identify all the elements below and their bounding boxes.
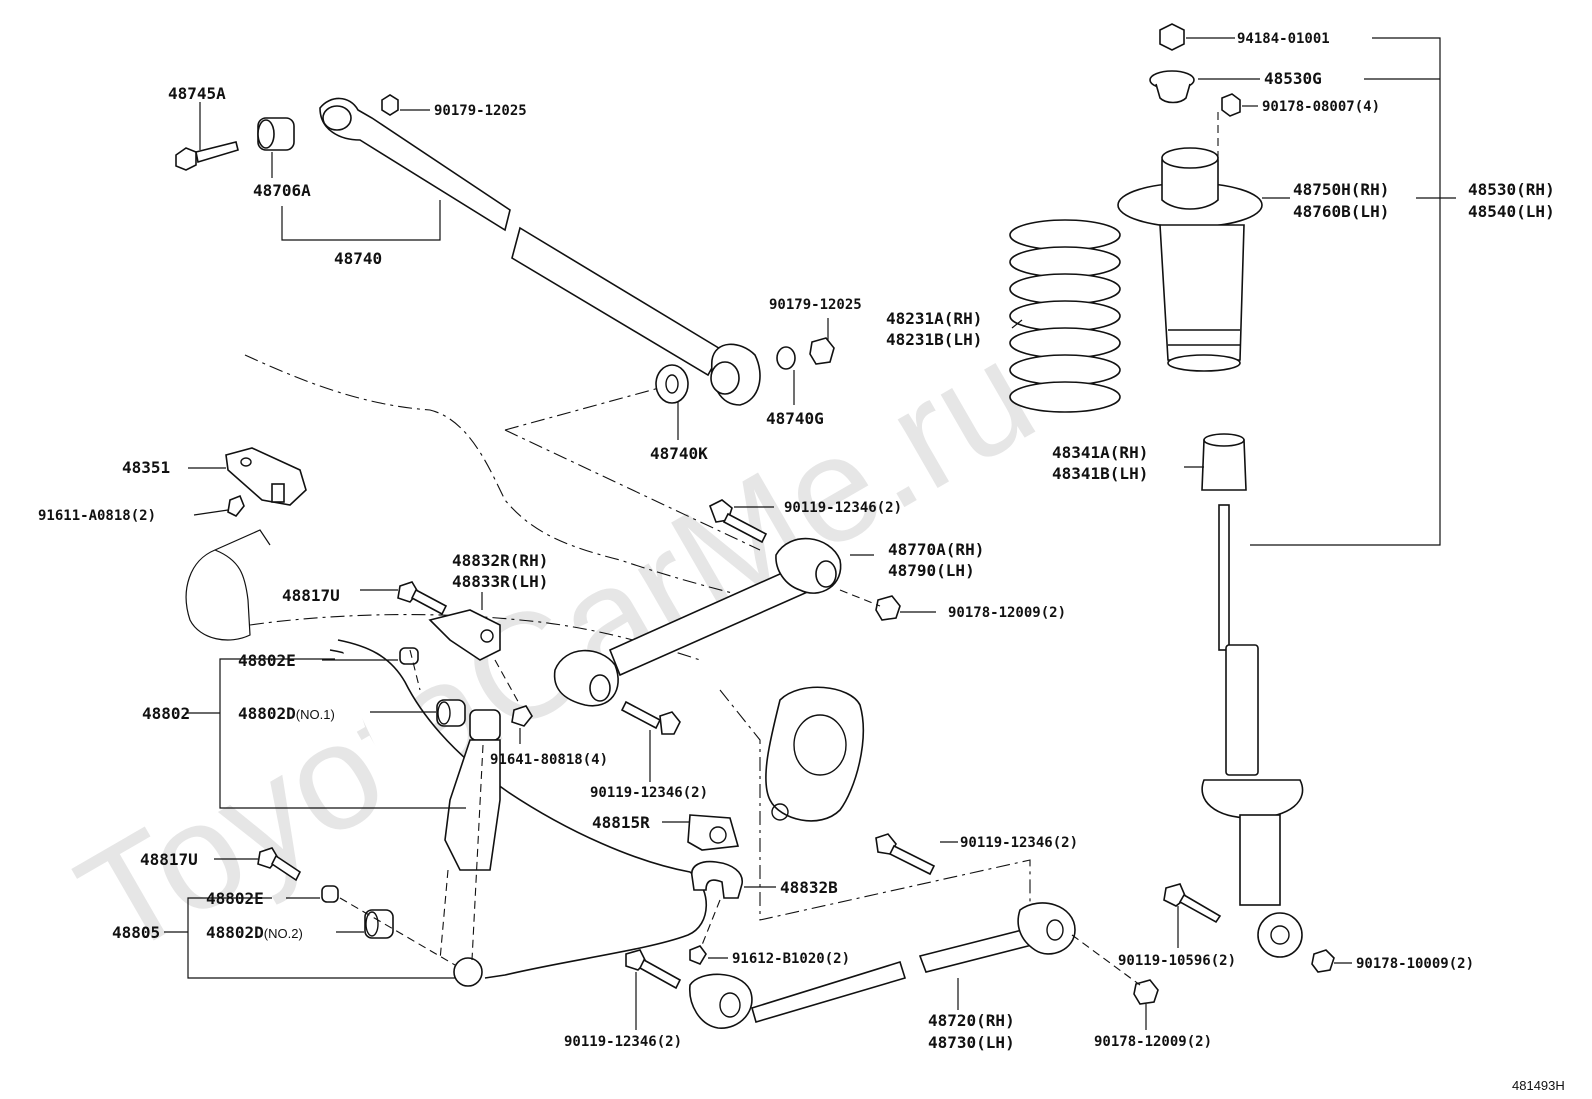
label-48802D-a-suffix: (NO.1) [296, 707, 335, 722]
nut-90179-mid [809, 337, 835, 365]
bushing-48815R [687, 814, 740, 851]
label-90119-12346-a[interactable]: 90119-12346(2) [784, 500, 902, 516]
retainer-48530G [1149, 70, 1195, 104]
label-90178-12009-a[interactable]: 90178-12009(2) [948, 605, 1066, 621]
label-48760B[interactable]: 48760B(LH) [1293, 202, 1389, 221]
label-91641-80818[interactable]: 91641-80818(4) [490, 752, 608, 768]
label-48740[interactable]: 48740 [334, 249, 382, 268]
label-48720[interactable]: 48720(RH) [928, 1011, 1015, 1030]
label-90119-12346-b[interactable]: 90119-12346(2) [590, 785, 708, 801]
label-48802D-b-code: 48802D [206, 923, 264, 942]
label-48832B[interactable]: 48832B [780, 878, 838, 897]
bolt-48745A [175, 141, 239, 171]
label-48530G[interactable]: 48530G [1264, 69, 1322, 88]
collar-48802E-b [321, 885, 339, 903]
nut-94184 [1159, 23, 1185, 51]
bracket-48832B [691, 860, 743, 899]
label-48817U-b[interactable]: 48817U [140, 850, 198, 869]
bolt-90119-10596 [1163, 883, 1222, 924]
bolt-90119-b [620, 700, 681, 735]
label-48740K[interactable]: 48740K [650, 444, 708, 463]
label-48730[interactable]: 48730(LH) [928, 1033, 1015, 1052]
label-48802E-b[interactable]: 48802E [206, 889, 264, 908]
bolt-90119-a [708, 499, 768, 544]
label-48530[interactable]: 48530(RH) [1468, 180, 1555, 199]
bump-stop-48341 [1201, 433, 1247, 491]
nut-90178-12009b [1133, 979, 1159, 1005]
label-90119-12346-d[interactable]: 90119-12346(2) [564, 1034, 682, 1050]
bolt-91612 [689, 945, 707, 965]
label-48817U-a[interactable]: 48817U [282, 586, 340, 605]
label-48745A[interactable]: 48745A [168, 84, 226, 103]
label-90178-12009-b[interactable]: 90178-12009(2) [1094, 1034, 1212, 1050]
stabilizer-bar-48805 [329, 639, 708, 987]
nut-90178-12009a [875, 595, 901, 621]
leader-lines [164, 37, 1456, 1030]
label-48790[interactable]: 48790(LH) [888, 561, 975, 580]
lateral-rod-48770A [553, 537, 842, 707]
bolt-48817U-a [397, 581, 448, 616]
bolt-91611 [227, 494, 245, 518]
label-48802E-a[interactable]: 48802E [238, 651, 296, 670]
label-48802D-a-code: 48802D [238, 704, 296, 723]
label-48750H[interactable]: 48750H(RH) [1293, 180, 1389, 199]
figure-id: 481493H [1512, 1078, 1565, 1093]
label-91612-B1020[interactable]: 91612-B1020(2) [732, 951, 850, 967]
lower-arm-48720 [689, 902, 1076, 1029]
mount-48351 [225, 447, 307, 506]
label-90179-12025-top[interactable]: 90179-12025 [434, 103, 527, 119]
label-94184-01001[interactable]: 94184-01001 [1237, 31, 1330, 47]
label-48351[interactable]: 48351 [122, 458, 170, 477]
label-91611-A0818[interactable]: 91611-A0818(2) [38, 508, 156, 524]
label-48815R[interactable]: 48815R [592, 813, 650, 832]
nut-90178-10009 [1311, 949, 1335, 973]
label-48540[interactable]: 48540(LH) [1468, 202, 1555, 221]
knuckle [765, 686, 864, 822]
label-48802[interactable]: 48802 [142, 704, 190, 723]
part-labels: 48745A 48706A 48740 90179-12025 90179-12… [38, 31, 1555, 1052]
washer-48740G [776, 346, 796, 370]
label-48802D-no2[interactable]: 48802D(NO.2) [206, 923, 303, 942]
label-90119-10596[interactable]: 90119-10596(2) [1118, 953, 1236, 969]
support-48750H [1117, 147, 1263, 372]
upper-arm-48740 [319, 97, 761, 406]
bolt-48817U-b [257, 847, 302, 882]
label-48706A[interactable]: 48706A [253, 181, 311, 200]
stabilizer-link-lower [444, 709, 501, 871]
bolt-90119-c [875, 833, 936, 876]
label-90178-10009[interactable]: 90178-10009(2) [1356, 956, 1474, 972]
label-48231B[interactable]: 48231B(LH) [886, 330, 982, 349]
washer-48740K [655, 364, 689, 404]
bushing-48802D-b [364, 909, 394, 939]
label-90119-12346-c[interactable]: 90119-12346(2) [960, 835, 1078, 851]
label-48832R[interactable]: 48832R(RH) [452, 551, 548, 570]
label-48231A[interactable]: 48231A(RH) [886, 309, 982, 328]
label-48805[interactable]: 48805 [112, 923, 160, 942]
bolt-91641 [511, 705, 533, 727]
label-48740G[interactable]: 48740G [766, 409, 824, 428]
coil-spring-48231 [1009, 219, 1121, 413]
label-48802D-no1[interactable]: 48802D(NO.1) [238, 704, 335, 723]
label-48833R[interactable]: 48833R(LH) [452, 572, 548, 591]
nut-90178-08007 [1221, 93, 1241, 117]
shock-absorber [1201, 504, 1304, 958]
label-48341A[interactable]: 48341A(RH) [1052, 443, 1148, 462]
assembly-dashed-lines [339, 112, 1219, 986]
label-90179-12025-mid[interactable]: 90179-12025 [769, 297, 862, 313]
label-48770A[interactable]: 48770A(RH) [888, 540, 984, 559]
collar-48802E-a [399, 647, 419, 665]
bushing-48802D-a [436, 699, 466, 727]
nut-90179-top [381, 94, 399, 116]
stabilizer-link-48832R [428, 609, 501, 661]
label-90178-08007[interactable]: 90178-08007(4) [1262, 99, 1380, 115]
bolt-90119-d [625, 949, 682, 990]
bushing-48706A [257, 117, 295, 151]
label-48341B[interactable]: 48341B(LH) [1052, 464, 1148, 483]
label-48802D-b-suffix: (NO.2) [264, 926, 303, 941]
